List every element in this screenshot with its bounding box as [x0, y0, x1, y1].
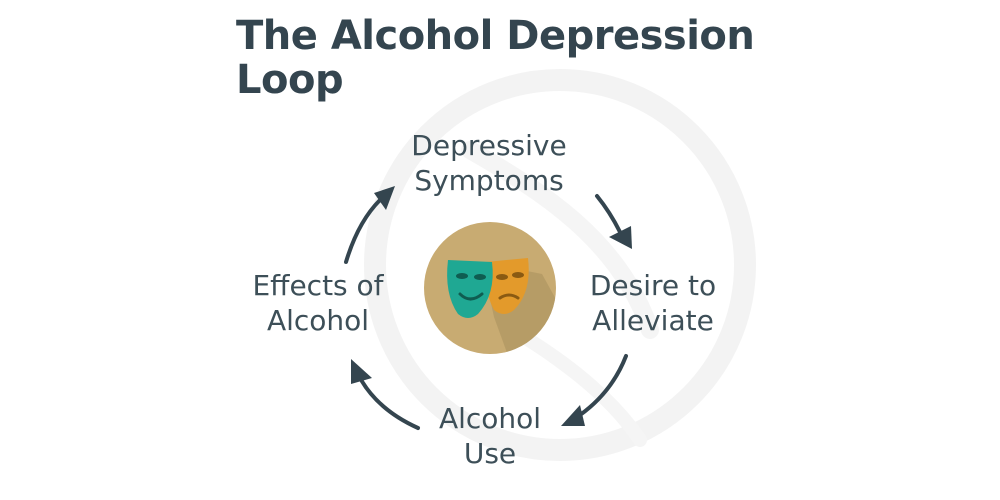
arrow-left-to-top — [344, 198, 382, 264]
drama-masks-icon — [424, 222, 556, 354]
node-right-line-1: Desire to — [589, 269, 717, 302]
node-top-line-2: Symptoms — [414, 164, 564, 197]
arrowhead-right — [609, 226, 632, 249]
cycle-node-effects-of-alcohol: Effects of Alcohol — [233, 268, 403, 338]
arrow-top-to-right — [595, 194, 622, 234]
arrowhead-left — [351, 359, 372, 384]
node-top-line-1: Depressive — [411, 129, 567, 162]
node-bottom-line-2: Use — [463, 437, 517, 470]
arrow-bottom-to-left — [358, 376, 420, 430]
node-left-line-2: Alcohol — [266, 304, 370, 337]
cycle-node-depressive-symptoms: Depressive Symptoms — [384, 128, 594, 198]
arrow-right-to-bottom — [578, 354, 628, 417]
cycle-node-desire-to-alleviate: Desire to Alleviate — [568, 268, 738, 338]
arrowhead-bottom — [561, 405, 585, 426]
page-title: The Alcohol Depression Loop — [236, 14, 796, 102]
node-right-line-2: Alleviate — [592, 304, 714, 337]
arrowhead-top — [374, 186, 395, 210]
title-line-2: Loop — [236, 57, 344, 103]
node-bottom-line-1: Alcohol — [438, 402, 542, 435]
title-line-1: The Alcohol Depression — [236, 13, 755, 59]
cycle-node-alcohol-use: Alcohol Use — [405, 401, 575, 471]
node-left-line-1: Effects of — [252, 269, 384, 302]
